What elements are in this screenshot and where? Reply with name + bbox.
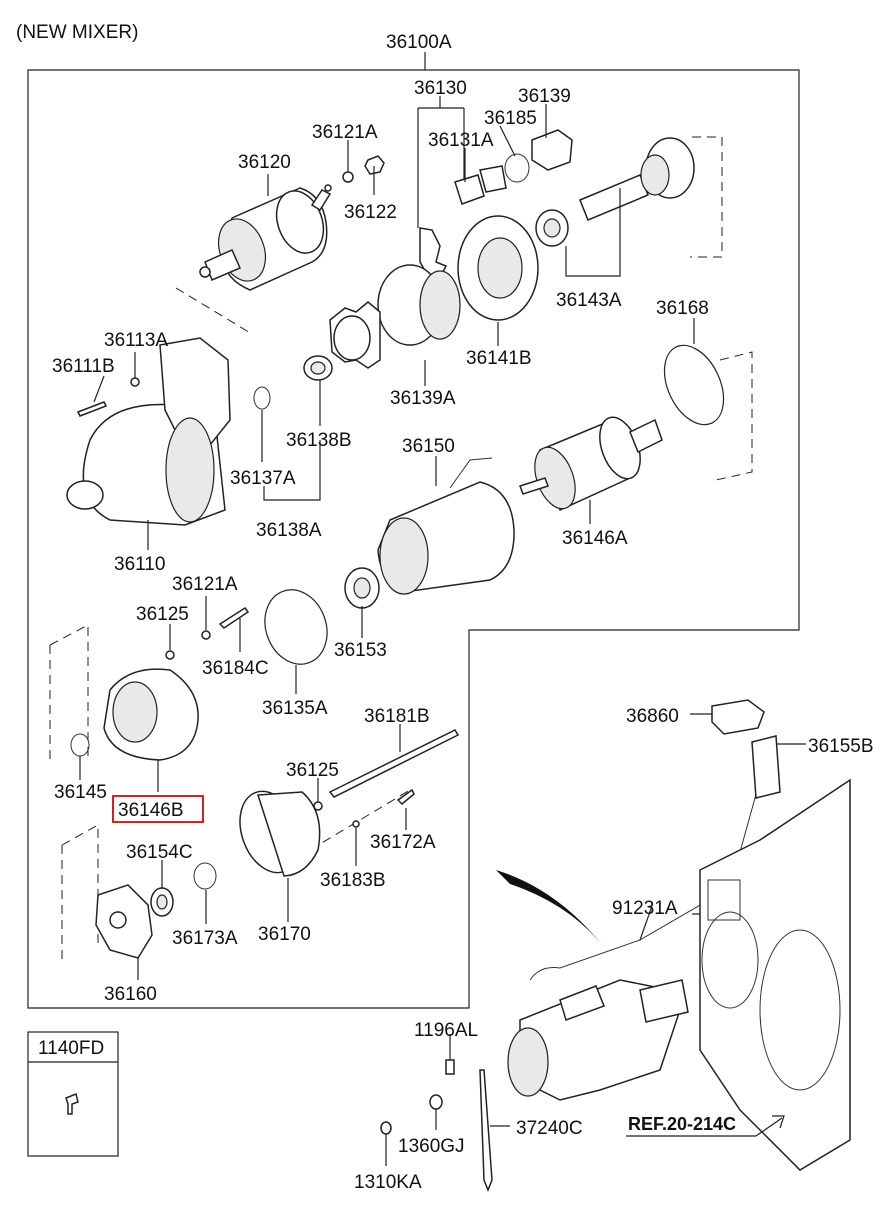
part-label: 36122	[344, 202, 397, 223]
kit-box	[27, 1031, 119, 1157]
part-label: 91231A	[612, 898, 678, 919]
screw-36172a	[396, 788, 415, 806]
part-label-highlighted: 36146B	[118, 800, 184, 821]
plate-36141b-part	[457, 215, 539, 321]
part-label: 36155B	[808, 736, 874, 757]
part-label: 36139A	[390, 388, 456, 409]
part-label: 36146A	[562, 528, 628, 549]
part-label: 37240C	[516, 1118, 583, 1139]
bracket-36131a-b	[479, 165, 507, 193]
bearing-36153-part	[344, 567, 380, 609]
engine-block-part	[699, 778, 851, 1171]
part-label: 36141B	[466, 348, 532, 369]
guide-shaft	[690, 136, 723, 258]
nut-1310ka	[380, 1121, 392, 1135]
part-label: 36860	[626, 706, 679, 727]
page-title: (NEW MIXER)	[16, 22, 138, 43]
washer-36113a	[130, 377, 140, 387]
block-36139	[531, 129, 573, 171]
oring-36145	[70, 733, 90, 757]
yoke-part	[377, 457, 515, 595]
oring-36185	[504, 153, 530, 183]
part-label: 36138B	[286, 430, 352, 451]
part-label: 36137A	[230, 468, 296, 489]
part-label: 36125	[136, 604, 189, 625]
brush-holder-part	[95, 884, 153, 959]
guide-brush	[61, 824, 99, 945]
sleeve-part	[303, 355, 333, 381]
guide-throughbolt	[309, 789, 411, 851]
part-label: 36120	[238, 152, 291, 173]
part-label: 36143A	[556, 290, 622, 311]
rear-cover-part	[239, 790, 321, 877]
nut-36122	[364, 155, 385, 175]
bolt-1196al	[445, 1059, 455, 1075]
nut-36121a-mid	[201, 630, 211, 640]
bolt-36184c	[218, 606, 250, 629]
part-label: 36145	[54, 782, 107, 803]
part-label: 36150	[402, 436, 455, 457]
bracket-36131a	[454, 174, 485, 205]
highlight-box	[112, 795, 204, 823]
part-label: 36184C	[202, 658, 269, 679]
part-label: 36113A	[104, 330, 168, 351]
guide-solenoid	[175, 287, 253, 335]
housing-part	[66, 337, 231, 526]
part-label: 36181B	[364, 706, 430, 727]
drive-assembly-part	[329, 227, 461, 369]
solenoid-part	[199, 184, 332, 291]
bearing-36143a-part	[535, 209, 569, 247]
part-label: 1310KA	[354, 1172, 422, 1193]
oring-36168	[663, 344, 725, 426]
part-label: 36172A	[370, 832, 436, 853]
part-label: 36131A	[428, 130, 494, 151]
part-label: 36138A	[256, 520, 322, 541]
part-label: 36183B	[320, 870, 386, 891]
snap-ring-part	[253, 386, 271, 410]
guide-armature	[715, 351, 753, 481]
part-label: 36135A	[262, 698, 328, 719]
part-label: 36139	[518, 86, 571, 107]
pinion-shaft-part	[579, 137, 695, 221]
leader-lines	[79, 96, 806, 1166]
part-label: 1196AL	[414, 1020, 478, 1041]
oring-36135a	[264, 589, 328, 665]
part-label: 36173A	[172, 928, 238, 949]
armature-part	[519, 416, 663, 512]
part-label: 1360GJ	[398, 1136, 465, 1157]
part-label: 36111B	[52, 356, 115, 377]
bolt-36111b	[76, 401, 108, 417]
reference-label: REF.20-214C	[628, 1114, 736, 1134]
throughbolt-part	[328, 729, 460, 798]
part-label: 36154C	[126, 842, 193, 863]
endcover-part	[103, 668, 199, 761]
part-label: 36121A	[312, 122, 378, 143]
part-label: 36125	[286, 760, 339, 781]
assembly-label: 36100A	[386, 32, 452, 53]
oring-36173a	[193, 862, 217, 890]
washer-36183b	[352, 820, 360, 828]
part-label: 36168	[656, 298, 709, 319]
part-label: 36130	[414, 78, 467, 99]
nut-1360gj	[429, 1094, 443, 1110]
kit-box-label: 1140FD	[38, 1038, 104, 1059]
direction-arrow	[496, 870, 606, 950]
part-label: 36185	[484, 108, 537, 129]
assembly-outline	[27, 69, 800, 1009]
part-label: 36160	[104, 984, 157, 1005]
guide-endcover	[49, 624, 89, 760]
washer-36125-top	[165, 650, 175, 660]
reference-arrow	[755, 1115, 785, 1137]
starter-assembly-part	[507, 979, 689, 1101]
part-label: 36110	[114, 554, 165, 575]
part-label: 36153	[334, 640, 387, 661]
nut-36121a-top	[342, 171, 354, 183]
bearing-36154c-part	[150, 887, 174, 917]
cable-37240c	[479, 1069, 493, 1193]
part-label: 36121A	[172, 574, 238, 595]
part-label: 36170	[258, 924, 311, 945]
